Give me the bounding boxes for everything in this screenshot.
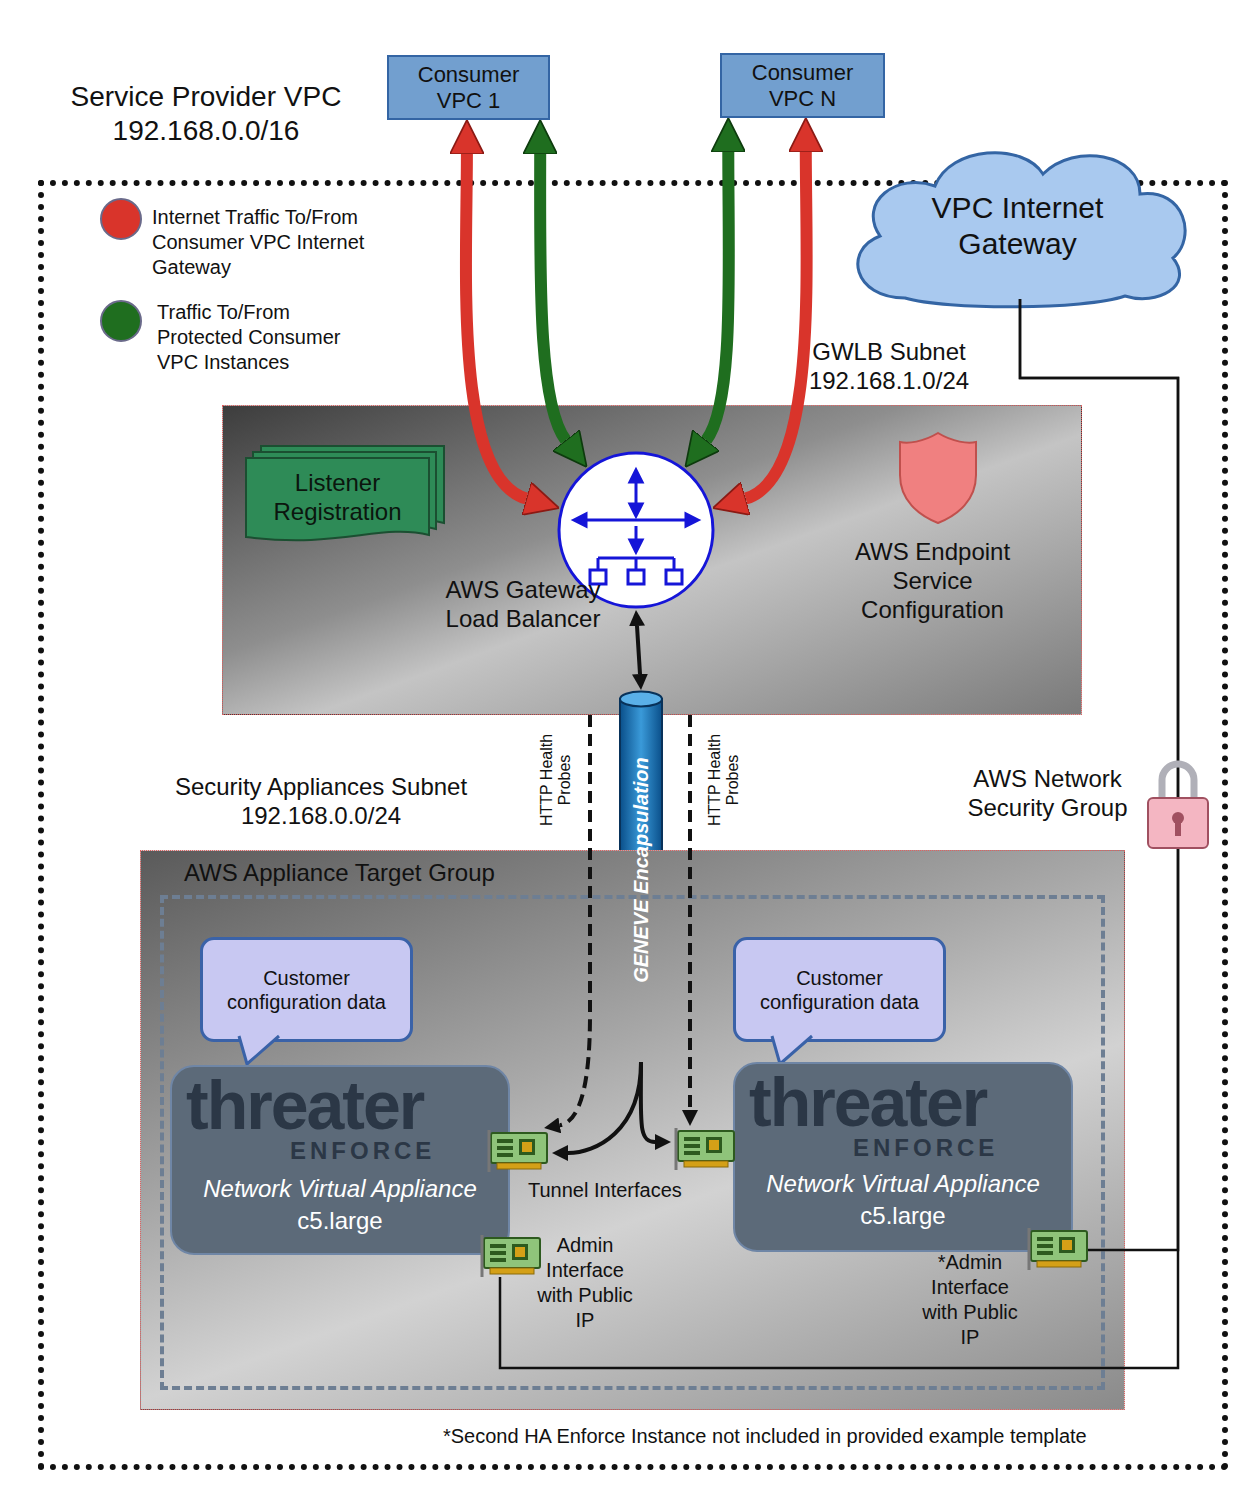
internet-gateway-cloud: VPC Internet Gateway — [835, 140, 1200, 305]
node-text: Consumer VPC N — [738, 60, 868, 111]
appliance-box: threaterENFORCE Network Virtual Appliance… — [170, 1065, 510, 1255]
config-callout: Customer configuration data — [200, 937, 413, 1042]
node-text: VPC Internet Gateway — [883, 190, 1153, 262]
legend-text: Internet Traffic To/From Consumer VPC In… — [152, 205, 402, 280]
consumer-vpc-box: Consumer VPC 1 — [387, 55, 550, 120]
shield-icon — [898, 430, 978, 525]
listener-registration: Listener Registration — [245, 445, 445, 545]
node-text: ENFORCE — [853, 1134, 998, 1163]
node-text: Customer configuration data — [227, 966, 387, 1014]
legend-swatch — [100, 198, 142, 240]
node-text: Consumer VPC 1 — [404, 62, 534, 113]
connector — [706, 152, 729, 440]
connector — [746, 152, 807, 499]
interface-label: Admin Interface with Public IP — [535, 1233, 635, 1333]
node-text: threater — [749, 1068, 986, 1136]
network-card-icon — [676, 1128, 734, 1170]
node-text: Security Appliances Subnet 192.168.0.0/2… — [141, 773, 501, 831]
edge-label: HTTP Health Probes — [706, 728, 741, 833]
connector — [641, 1062, 655, 1142]
node-text: c5.large — [172, 1207, 508, 1236]
node-text: AWS Endpoint Service Configuration — [830, 538, 1035, 624]
connector — [466, 154, 526, 499]
node-text: ENFORCE — [290, 1137, 435, 1166]
vpc-boundary: Service Provider VPC 192.168.0.0/16VPC I… — [38, 180, 1228, 1470]
footnote: *Second HA Enforce Instance not included… — [443, 1424, 1087, 1448]
node-text: GWLB Subnet 192.168.1.0/24 — [789, 338, 989, 396]
connector — [688, 715, 692, 1110]
node-text: c5.large — [735, 1202, 1071, 1231]
interface-label: *Admin Interface with Public IP — [920, 1250, 1020, 1350]
connector — [540, 154, 566, 440]
network-card-icon — [482, 1235, 540, 1277]
connector — [568, 1062, 641, 1153]
connector — [637, 626, 640, 674]
subnet-band: GWLB Subnet 192.168.1.0/24Listener Regis… — [222, 405, 1082, 715]
security-group-label: AWS Network Security Group — [950, 765, 1145, 823]
edge-label: HTTP Health Probes — [538, 728, 573, 833]
network-card-icon — [1029, 1228, 1087, 1270]
consumer-vpc-box: Consumer VPC N — [720, 53, 885, 118]
node-text: Customer configuration data — [760, 966, 920, 1014]
node-text: AWS Appliance Target Group — [184, 859, 495, 888]
node-text: Network Virtual Appliance — [172, 1175, 508, 1204]
node-text: Listener Registration — [245, 469, 430, 527]
load-balancer-circle: AWS Gateway Load Balancer — [556, 450, 716, 610]
callout-tail — [239, 1036, 289, 1066]
endpoint-service-shield: AWS Endpoint Service Configuration — [830, 430, 1035, 645]
appliance-box: threaterENFORCE Network Virtual Appliance… — [733, 1062, 1073, 1252]
legend-text: Traffic To/From Protected Consumer VPC I… — [157, 300, 372, 375]
interface-label: Tunnel Interfaces — [528, 1178, 682, 1202]
node-text: threater — [186, 1071, 423, 1139]
node-text: Service Provider VPC 192.168.0.0/16 — [46, 80, 366, 147]
legend-swatch — [100, 300, 142, 342]
connector — [500, 299, 1178, 1368]
node-text: Network Virtual Appliance — [735, 1170, 1071, 1199]
node-text: AWS Gateway Load Balancer — [428, 576, 618, 634]
network-card-icon — [489, 1130, 547, 1172]
config-callout: Customer configuration data — [733, 937, 946, 1042]
node-text: GENEVE Encapsulation — [629, 757, 653, 983]
lock-icon — [1148, 764, 1208, 848]
